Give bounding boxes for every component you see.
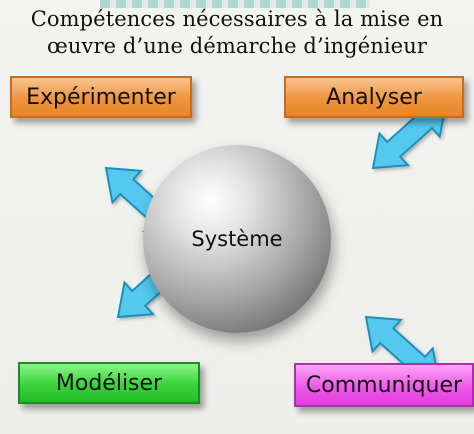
box-communiquer: Communiquer xyxy=(294,363,474,407)
box-experimenter: Expérimenter xyxy=(10,76,192,118)
system-sphere: Système xyxy=(143,145,331,333)
title-line-2: œuvre d’une démarche d’ingénieur xyxy=(47,34,427,58)
diagram-title: Compétences nécessaires à la mise en œuv… xyxy=(0,6,474,60)
title-line-1: Compétences nécessaires à la mise en xyxy=(30,7,444,31)
decorative-top-strip xyxy=(100,0,370,8)
system-label: Système xyxy=(191,227,283,251)
box-modeliser: Modéliser xyxy=(18,362,200,404)
box-analyser: Analyser xyxy=(284,76,464,118)
